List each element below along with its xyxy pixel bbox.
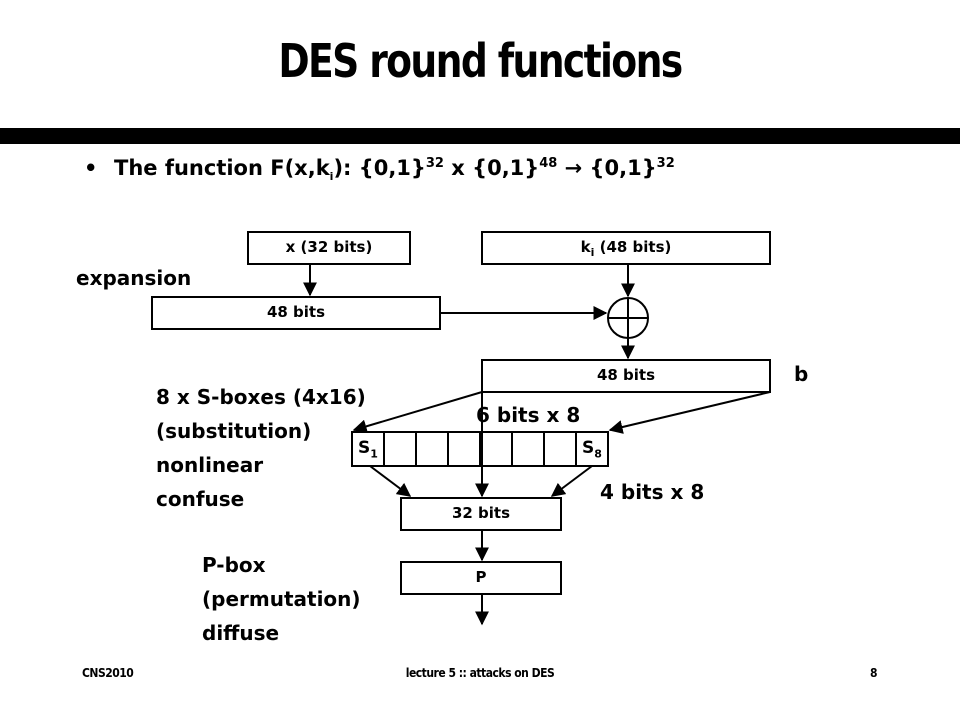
pbox-description: P-box (permutation) diffuse xyxy=(202,548,361,650)
footer-page-number: 8 xyxy=(870,666,878,680)
expansion-label: expansion xyxy=(76,266,192,290)
key-sub-i: i xyxy=(590,246,595,259)
key-k: k xyxy=(580,238,591,256)
s1-letter: S xyxy=(358,438,371,458)
bullet-text-1: The function F(x,k xyxy=(114,156,330,180)
sbox-desc-line: confuse xyxy=(156,487,245,511)
b-label: b xyxy=(794,362,809,386)
arrow-48-to-s1 xyxy=(352,391,483,434)
sbox-desc-line: nonlinear xyxy=(156,453,264,477)
expanded-48-box xyxy=(151,296,441,330)
arrow-sbox-right-to-32 xyxy=(550,465,593,497)
s8-letter: S xyxy=(582,438,595,458)
bullet-text-4: → {0,1} xyxy=(557,156,657,180)
x-input-label: x (32 bits) xyxy=(285,238,373,256)
key-input-label: ki (48 bits) xyxy=(482,238,770,259)
pbox-desc-line: diffuse xyxy=(202,621,280,645)
xored-48-box xyxy=(481,359,771,393)
title-divider xyxy=(0,128,960,144)
bullet-sup-3: 32 xyxy=(656,156,675,171)
arrow-sbox-left-to-32 xyxy=(369,465,412,497)
footer-lecture: lecture 5 :: attacks on DES xyxy=(405,666,555,680)
bullet-sup-2: 48 xyxy=(539,156,558,171)
bullet-dot: • xyxy=(84,156,98,180)
p-box-label: P xyxy=(475,568,487,586)
six-bits-label: 6 bits x 8 xyxy=(476,403,581,427)
xored-48-label: 48 bits xyxy=(596,366,656,384)
x-input-box xyxy=(247,231,411,265)
sbox-desc-line: (substitution) xyxy=(156,419,312,443)
sbox-s8-label: S8 xyxy=(576,438,608,460)
key-suffix: (48 bits) xyxy=(594,238,672,256)
arrow-48-to-s8 xyxy=(608,391,771,434)
bullet-text-3: x {0,1} xyxy=(443,156,540,180)
sbox-s1-label: S1 xyxy=(352,438,384,460)
bullet-sub-i: i xyxy=(329,170,334,184)
slide-title: DES round functions xyxy=(278,34,683,88)
sbox-description: 8 x S-boxes (4x16) (substitution) nonlin… xyxy=(156,380,366,516)
bullet-function-definition: •The function F(x,ki): {0,1}32 x {0,1}48… xyxy=(84,156,675,183)
s8-sub: 8 xyxy=(594,447,602,461)
footer-course: CNS2010 xyxy=(82,666,134,680)
expanded-48-label: 48 bits xyxy=(266,303,326,321)
key-input-box xyxy=(481,231,771,265)
s1-sub: 1 xyxy=(370,447,378,461)
sbox-desc-line: 8 x S-boxes (4x16) xyxy=(156,385,366,409)
bullet-text-2: ): {0,1} xyxy=(333,156,426,180)
thirtytwo-bits-label: 32 bits xyxy=(451,504,511,522)
bullet-sup-1: 32 xyxy=(425,156,444,171)
pbox-desc-line: (permutation) xyxy=(202,587,361,611)
pbox-desc-line: P-box xyxy=(202,553,266,577)
four-bits-label: 4 bits x 8 xyxy=(600,480,705,504)
